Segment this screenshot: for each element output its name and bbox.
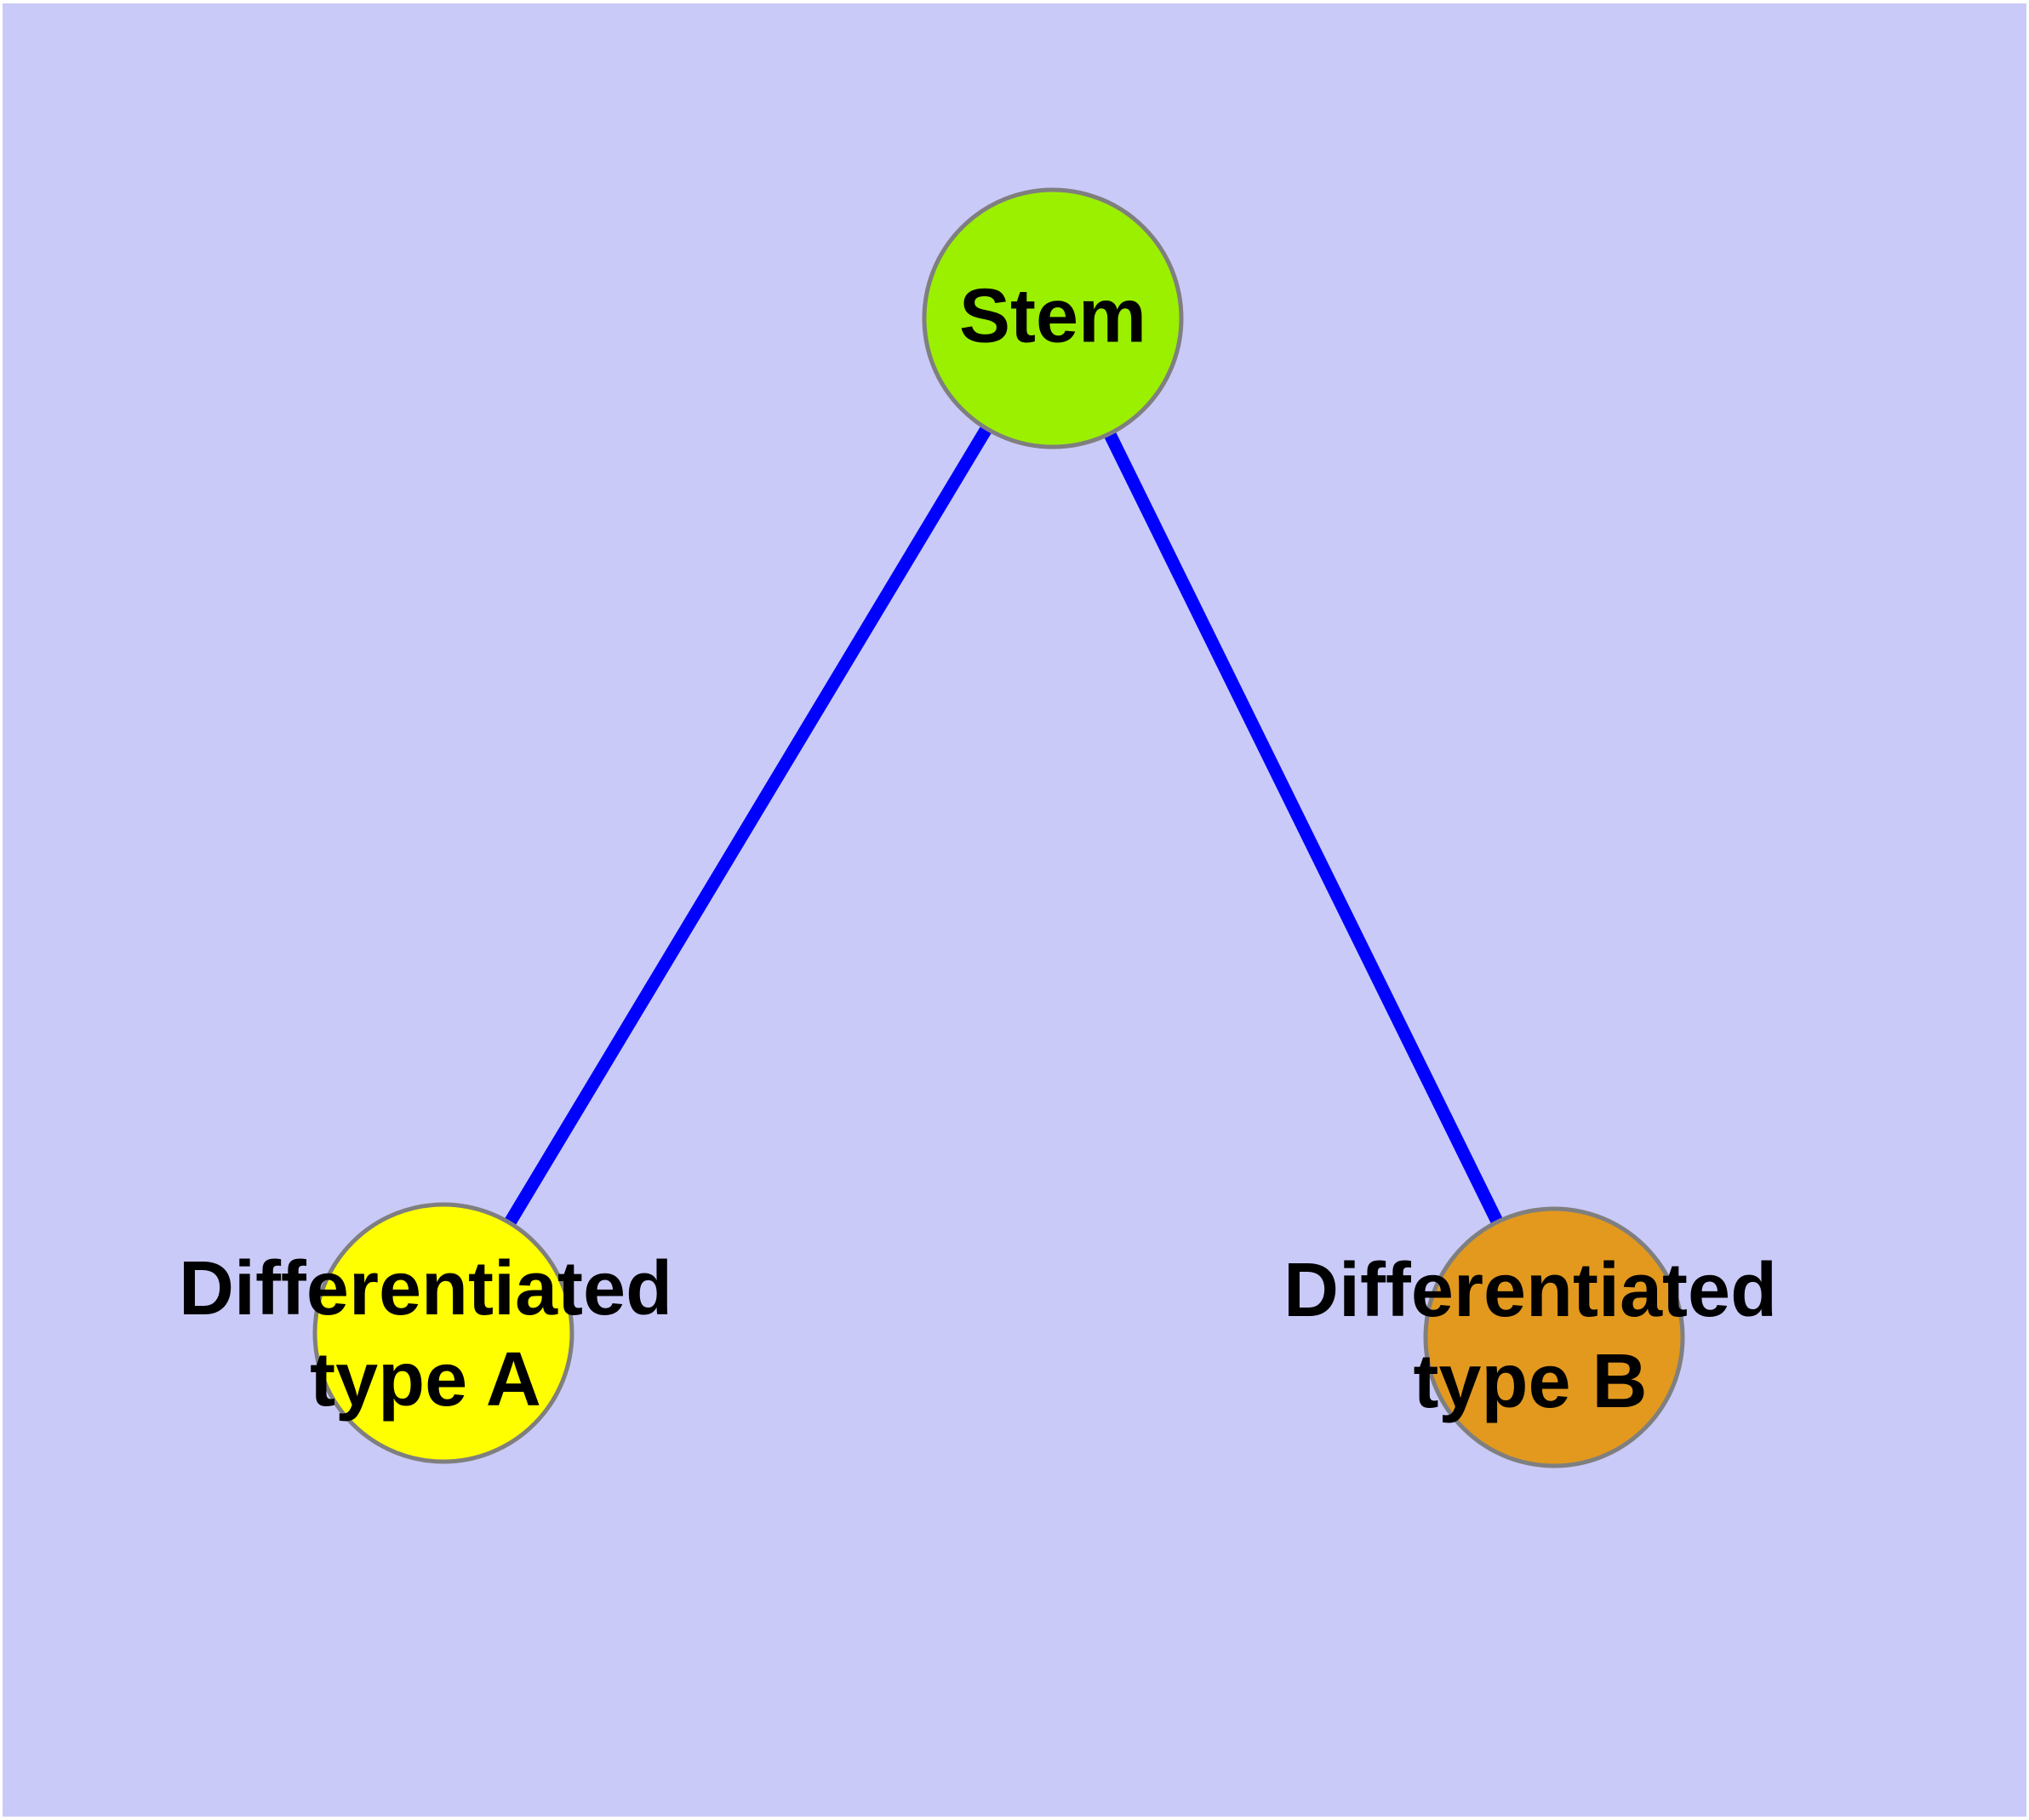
node-type-b-circle: [1423, 1206, 1685, 1468]
edge-stem-to-type-b: [1047, 315, 1560, 1341]
node-type-a-circle: [312, 1202, 574, 1464]
node-stem-circle: [922, 187, 1184, 449]
edge-stem-to-type-a: [437, 315, 1059, 1336]
